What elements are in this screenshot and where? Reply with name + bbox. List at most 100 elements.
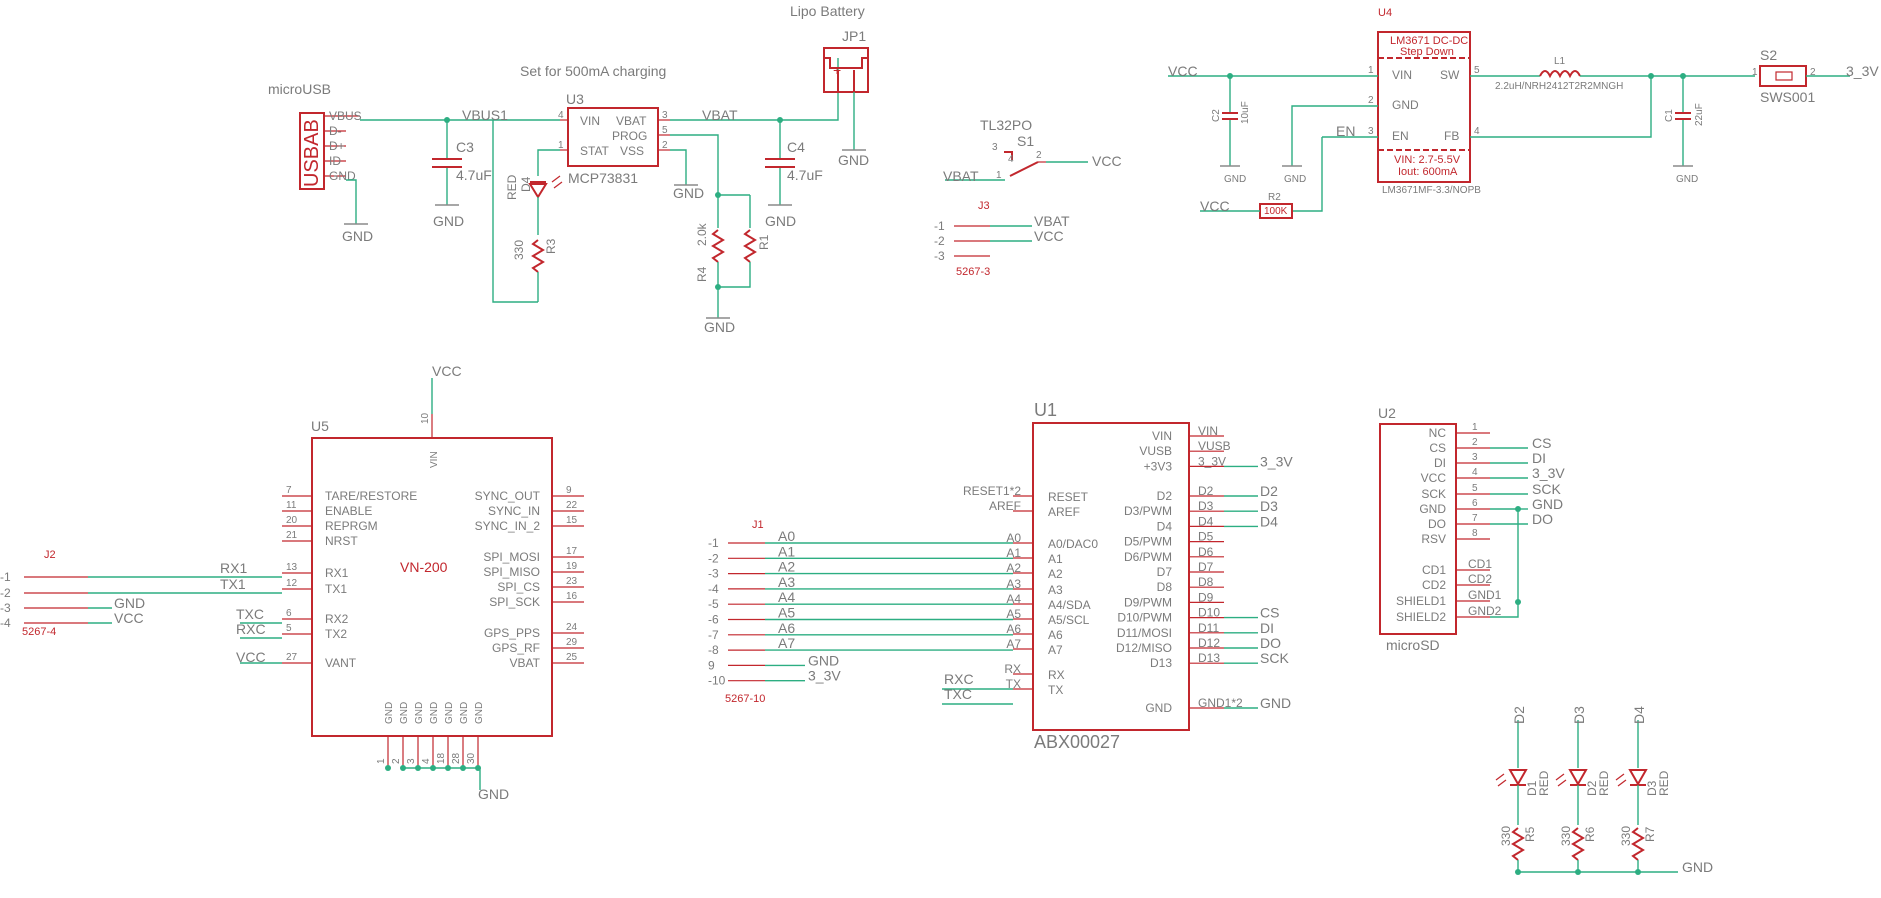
u1-pin-ext: D7 <box>1198 560 1214 574</box>
svg-text:3: 3 <box>662 110 668 121</box>
u1-pin-ext: A2 <box>1006 561 1021 575</box>
r4-ref: R4 <box>695 266 709 282</box>
d4-led[interactable] <box>528 183 548 199</box>
r4-resistor[interactable] <box>711 229 725 263</box>
u2-pin-name: SCK <box>1421 487 1446 501</box>
u1-pin-name: D11/MOSI <box>1117 626 1172 640</box>
u5-pin-name: GPS_RF <box>492 641 540 655</box>
u3-chip[interactable] <box>567 107 659 167</box>
u5-pin-name: SPI_MOSI <box>483 550 540 564</box>
u5-pin-name: REPRGM <box>325 519 378 533</box>
led-ref: D1 <box>1525 780 1539 796</box>
usb-pin-dplus: D+ <box>329 139 345 153</box>
u5-pin-num: 13 <box>286 562 298 573</box>
u1-chip[interactable] <box>1032 422 1190 731</box>
u1-pin-ext: D8 <box>1198 575 1214 589</box>
u2-pin-ext: CD2 <box>1468 572 1492 586</box>
usbab-label: USBAB <box>301 119 323 187</box>
u1-net-label: DI <box>1260 620 1274 636</box>
u2-pin-name: GND <box>1419 502 1446 516</box>
r1-resistor[interactable] <box>743 229 757 263</box>
u1-net-label: D4 <box>1260 513 1278 529</box>
svg-text:1: 1 <box>996 170 1002 181</box>
u5-pin-num: 7 <box>286 485 292 496</box>
u1-pin-name: D7 <box>1157 565 1173 579</box>
prog-net[interactable] <box>670 134 719 195</box>
u5-gnd-name: GND <box>444 702 455 724</box>
u5-pin-num: 20 <box>286 515 298 526</box>
svg-text:GND: GND <box>1676 174 1698 185</box>
u5-pin-name: RX2 <box>325 612 349 626</box>
tl32po-label: TL32PO <box>980 117 1032 133</box>
u5-pin-name: VBAT <box>510 656 541 670</box>
u2-pin-num: 7 <box>1472 513 1478 524</box>
u1-net-label: GND <box>1260 695 1291 711</box>
junction <box>385 765 391 771</box>
svg-text:VIN: VIN <box>429 451 440 468</box>
u1-pin-ext: 3_3V <box>1198 454 1226 468</box>
u5-gnd-name: GND <box>429 702 440 724</box>
svg-text:SW: SW <box>1440 68 1460 82</box>
u1-pin-ext: D5 <box>1198 530 1214 544</box>
u1-pin-name: D12/MISO <box>1116 641 1172 655</box>
u5-pin-name: SYNC_IN <box>488 504 540 518</box>
l1-inductor[interactable] <box>1539 70 1581 79</box>
u2-pin-num: 6 <box>1472 498 1478 509</box>
vbus1-label: VBUS1 <box>462 107 508 123</box>
u1-pin-name: AREF <box>1048 505 1080 519</box>
svg-text:5: 5 <box>1474 65 1480 76</box>
u2-pin-name: SHIELD1 <box>1396 594 1446 608</box>
j2-pin-num: -3 <box>0 601 11 615</box>
svg-text:GND: GND <box>1392 98 1419 112</box>
c4-value: 4.7uF <box>787 167 823 183</box>
u1-pin-ext: GND1*2 <box>1198 696 1243 710</box>
j2-net-label: GND <box>114 595 145 611</box>
jp1-connector[interactable] <box>823 47 869 93</box>
svg-text:22uF: 22uF <box>1694 103 1705 126</box>
u1-pin-name: A0/DAC0 <box>1048 537 1098 551</box>
svg-text:4: 4 <box>1474 126 1480 137</box>
svg-text:TX1: TX1 <box>220 576 246 592</box>
u1-pin-ext: D13 <box>1198 651 1220 665</box>
vbat-net[interactable] <box>670 58 839 121</box>
u1-pin-name: A5/SCL <box>1048 613 1090 627</box>
s2-switch[interactable] <box>1759 65 1807 87</box>
u1-net-label: 3_3V <box>1260 453 1293 469</box>
stat-led-net[interactable] <box>492 120 538 303</box>
u5-pin-name: NRST <box>325 534 358 548</box>
svg-text:1: 1 <box>1368 65 1374 76</box>
gnd-label: GND <box>342 228 373 244</box>
u1-pin-ext: A6 <box>1006 622 1021 636</box>
u2-pin-name: CD2 <box>1422 578 1446 592</box>
r3-resistor[interactable] <box>531 239 545 273</box>
r3-ref: R3 <box>544 238 558 254</box>
svg-text:2: 2 <box>1368 95 1374 106</box>
j1-pin-num: 9 <box>708 658 715 672</box>
u5-pin-name: TARE/RESTORE <box>325 489 417 503</box>
svg-text:5: 5 <box>662 125 668 136</box>
led-diode <box>1628 769 1648 787</box>
j1-pin-num: -2 <box>708 551 719 565</box>
j1-pin-num: -4 <box>708 582 719 596</box>
u1-pin-ext: D4 <box>1198 514 1214 528</box>
u4-chip[interactable] <box>1377 31 1471 183</box>
usb-connector[interactable] <box>299 112 325 190</box>
j1-net-label: A6 <box>778 620 795 636</box>
svg-text:GND: GND <box>1224 174 1246 185</box>
svg-text:-3: -3 <box>934 249 945 263</box>
u1-pin-name: D6/PWM <box>1124 550 1172 564</box>
u1-pin-ext: RX <box>1004 662 1021 676</box>
u1-pin-name: VUSB <box>1139 444 1172 458</box>
d4-ref: D4 <box>519 176 533 192</box>
usb-gnd-net[interactable] <box>346 179 357 224</box>
u2-socket[interactable] <box>1379 423 1457 635</box>
svg-text:2: 2 <box>662 140 668 151</box>
u5-pin-num: 23 <box>566 576 578 587</box>
s1-switch[interactable] <box>1004 151 1013 160</box>
u5-pin-name: TX2 <box>325 627 347 641</box>
u5-pin-name: ENABLE <box>325 504 372 518</box>
svg-text:2: 2 <box>1036 150 1042 161</box>
